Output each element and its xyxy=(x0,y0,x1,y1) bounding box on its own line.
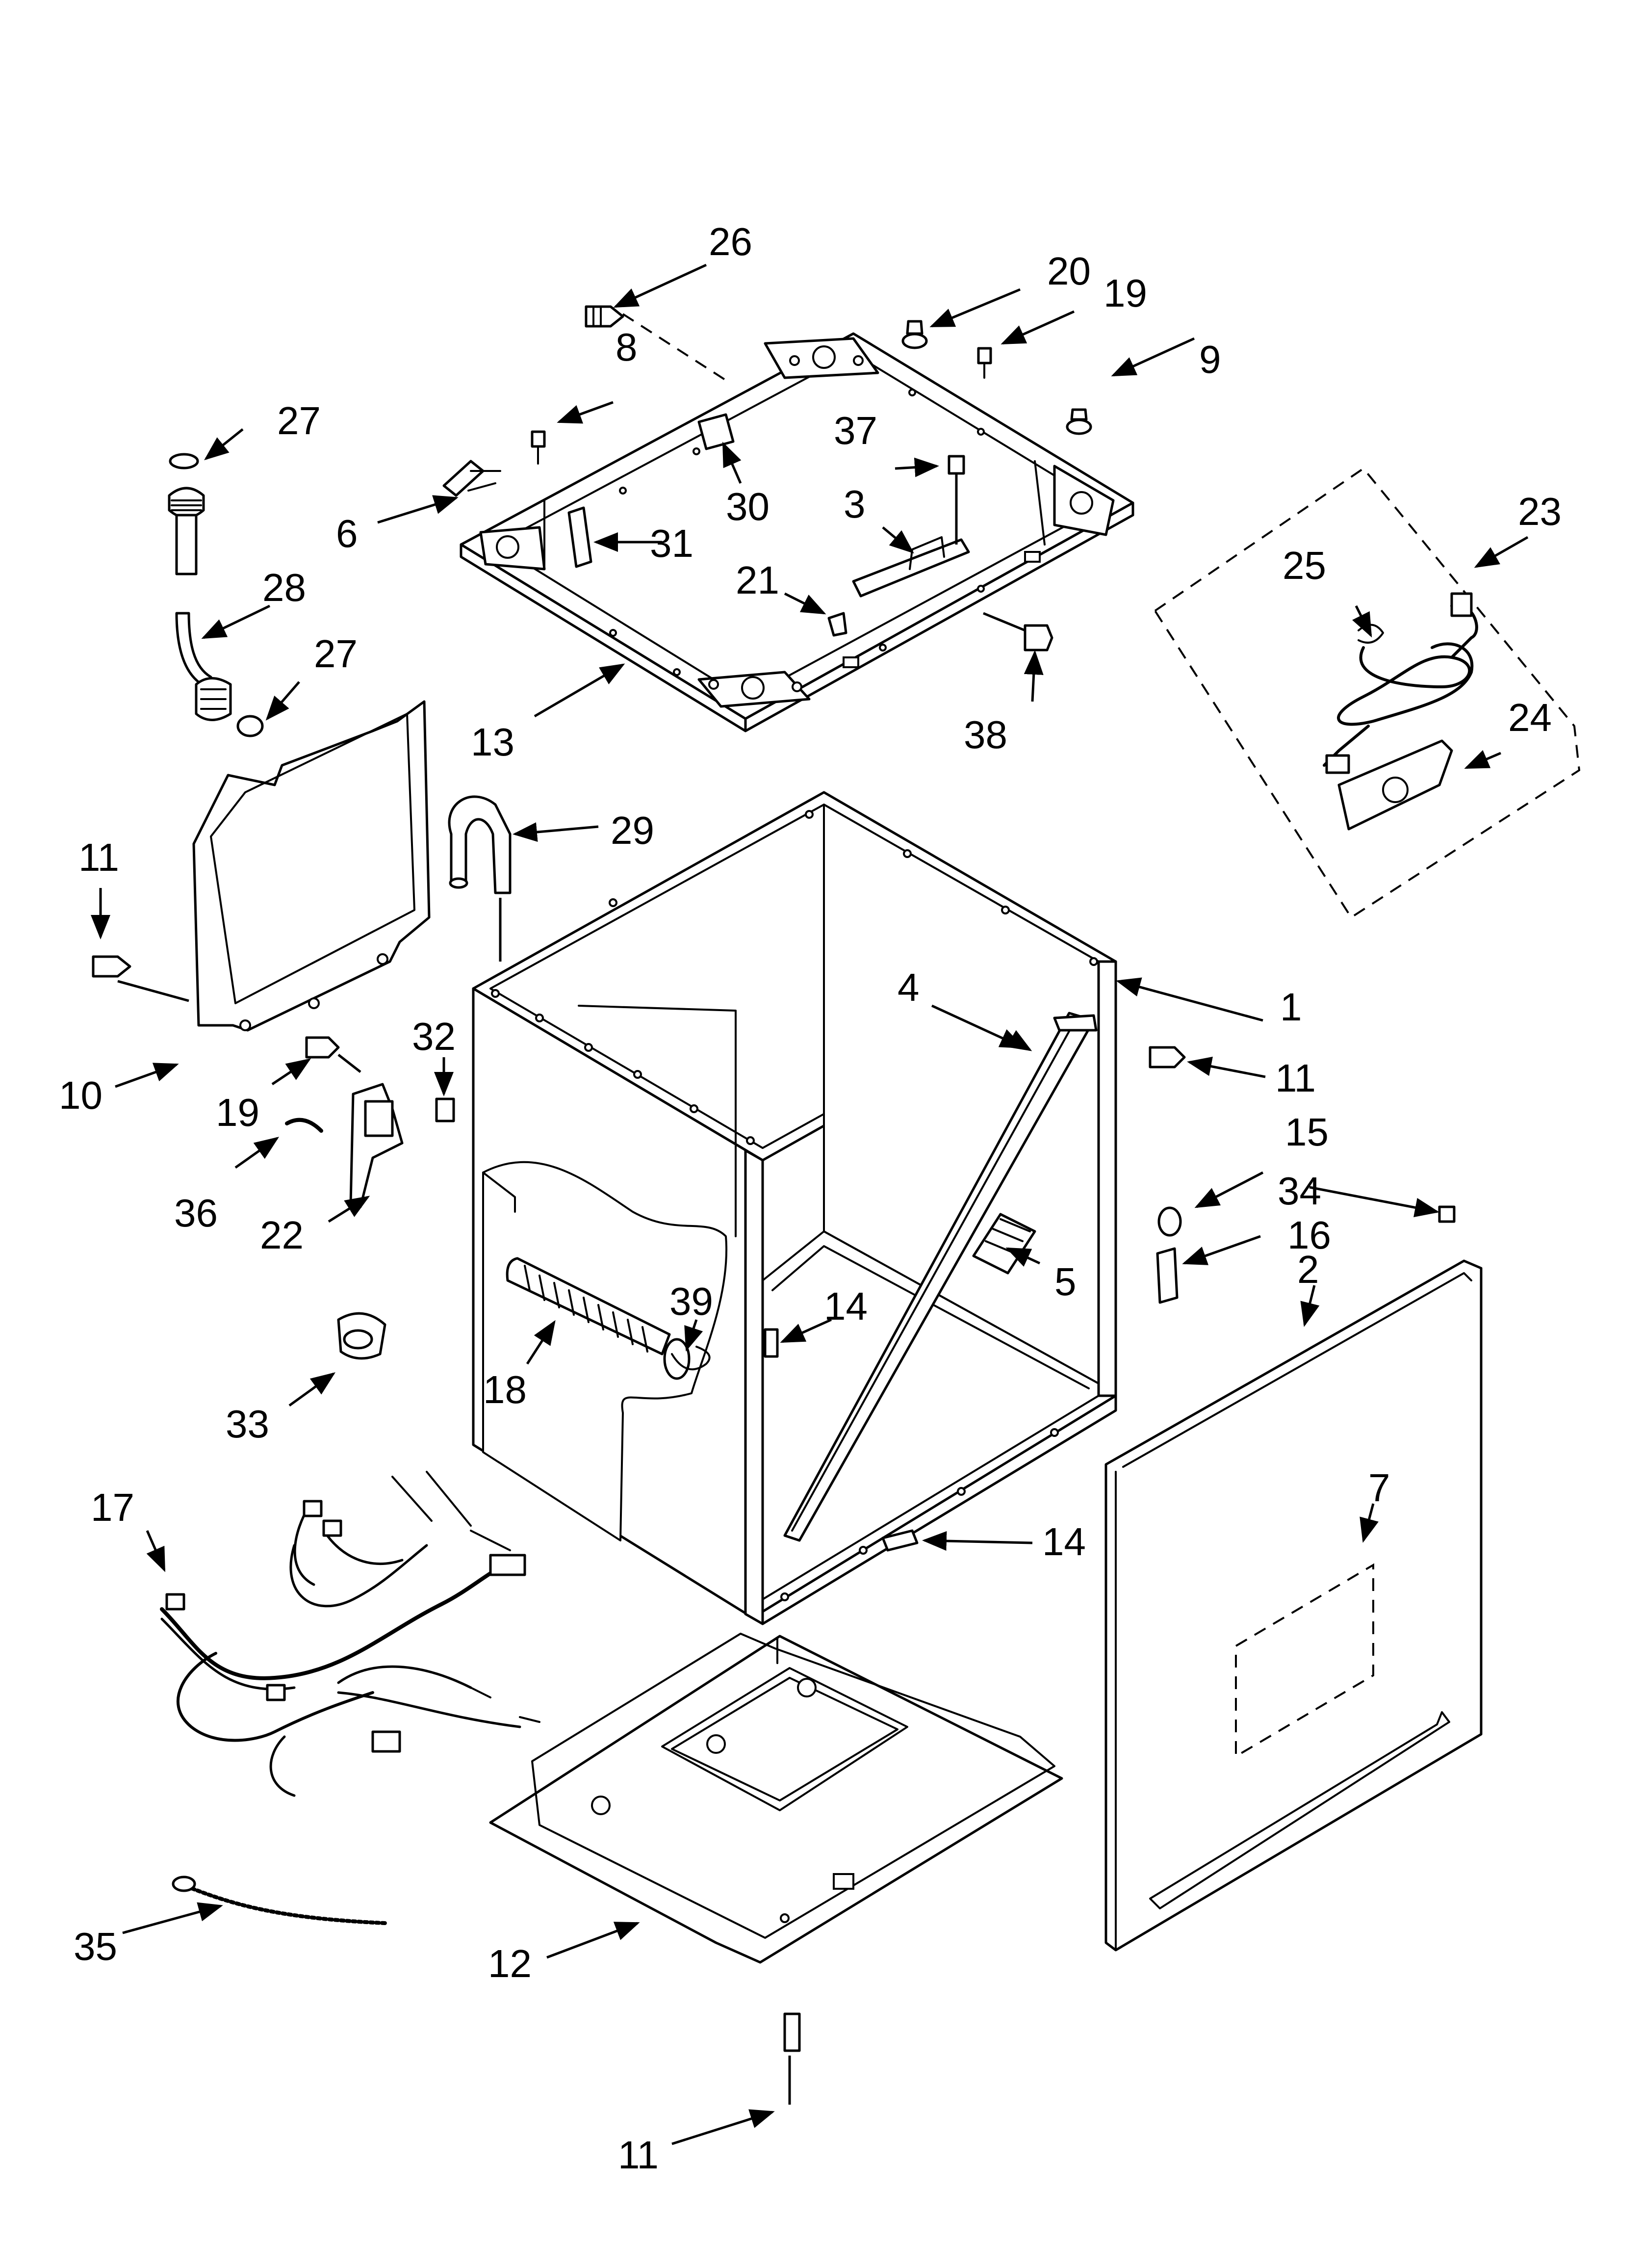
callout-24: 24 xyxy=(1508,696,1552,739)
diagonal-brace xyxy=(783,1012,1098,1542)
callout-5: 5 xyxy=(1054,1260,1077,1303)
callout-30: 30 xyxy=(726,485,770,528)
callout-9: 9 xyxy=(1199,338,1221,381)
callout-18: 18 xyxy=(483,1368,527,1411)
callout-14b: 14 xyxy=(1042,1520,1086,1564)
callout-11b: 11 xyxy=(1275,1056,1316,1100)
callout-22: 22 xyxy=(260,1213,304,1257)
callout-38: 38 xyxy=(964,713,1007,756)
callout-19a: 19 xyxy=(1103,271,1147,315)
callout-27a: 27 xyxy=(277,399,321,443)
callout-25: 25 xyxy=(1283,544,1326,587)
callout-2: 2 xyxy=(1297,1248,1319,1291)
callout-29: 29 xyxy=(611,808,654,852)
front-panel xyxy=(1104,1259,1483,1952)
callout-34: 34 xyxy=(1278,1169,1321,1213)
callout-11a: 11 xyxy=(78,835,119,879)
callout-28: 28 xyxy=(262,566,306,609)
callout-labels: 1 2 3 4 5 6 7 8 9 10 11 11 11 12 13 14 1… xyxy=(59,220,1562,2177)
callout-37: 37 xyxy=(834,409,877,452)
power-cord-kit xyxy=(1154,467,1581,919)
callout-8: 8 xyxy=(616,325,638,369)
callout-14a: 14 xyxy=(824,1284,868,1328)
callout-26: 26 xyxy=(709,220,752,263)
callout-21: 21 xyxy=(736,558,779,602)
top-frame xyxy=(460,332,1134,732)
callout-16: 16 xyxy=(1287,1213,1331,1257)
access-panel-frame xyxy=(192,700,431,1032)
callout-12: 12 xyxy=(488,1942,532,1985)
callout-3: 3 xyxy=(844,482,866,526)
callout-23: 23 xyxy=(1518,490,1562,533)
drain-hose xyxy=(448,795,512,894)
callout-35: 35 xyxy=(74,1925,117,1968)
leader-lines xyxy=(91,263,1529,2145)
wire-harness xyxy=(160,1471,540,1925)
callout-27b: 27 xyxy=(314,632,358,676)
pump-hose xyxy=(506,1257,711,1380)
callout-32: 32 xyxy=(412,1015,456,1058)
cabinet xyxy=(472,791,1117,1625)
callout-7: 7 xyxy=(1368,1466,1390,1510)
callout-17: 17 xyxy=(91,1486,134,1529)
callout-20: 20 xyxy=(1047,249,1091,293)
callout-1: 1 xyxy=(1280,985,1302,1029)
callout-19b: 19 xyxy=(216,1091,259,1134)
hardware xyxy=(92,305,1456,2052)
callout-13: 13 xyxy=(471,720,514,764)
callout-15: 15 xyxy=(1285,1110,1329,1154)
callout-6: 6 xyxy=(336,512,358,555)
base-plate xyxy=(489,1633,1063,1964)
inlet-hose xyxy=(168,453,264,737)
callout-31: 31 xyxy=(650,521,693,565)
callout-11c: 11 xyxy=(618,2133,659,2177)
callout-4: 4 xyxy=(898,965,920,1009)
callout-39: 39 xyxy=(669,1279,713,1323)
callout-36: 36 xyxy=(174,1191,218,1235)
callout-10: 10 xyxy=(59,1073,103,1117)
callout-33: 33 xyxy=(226,1402,269,1446)
